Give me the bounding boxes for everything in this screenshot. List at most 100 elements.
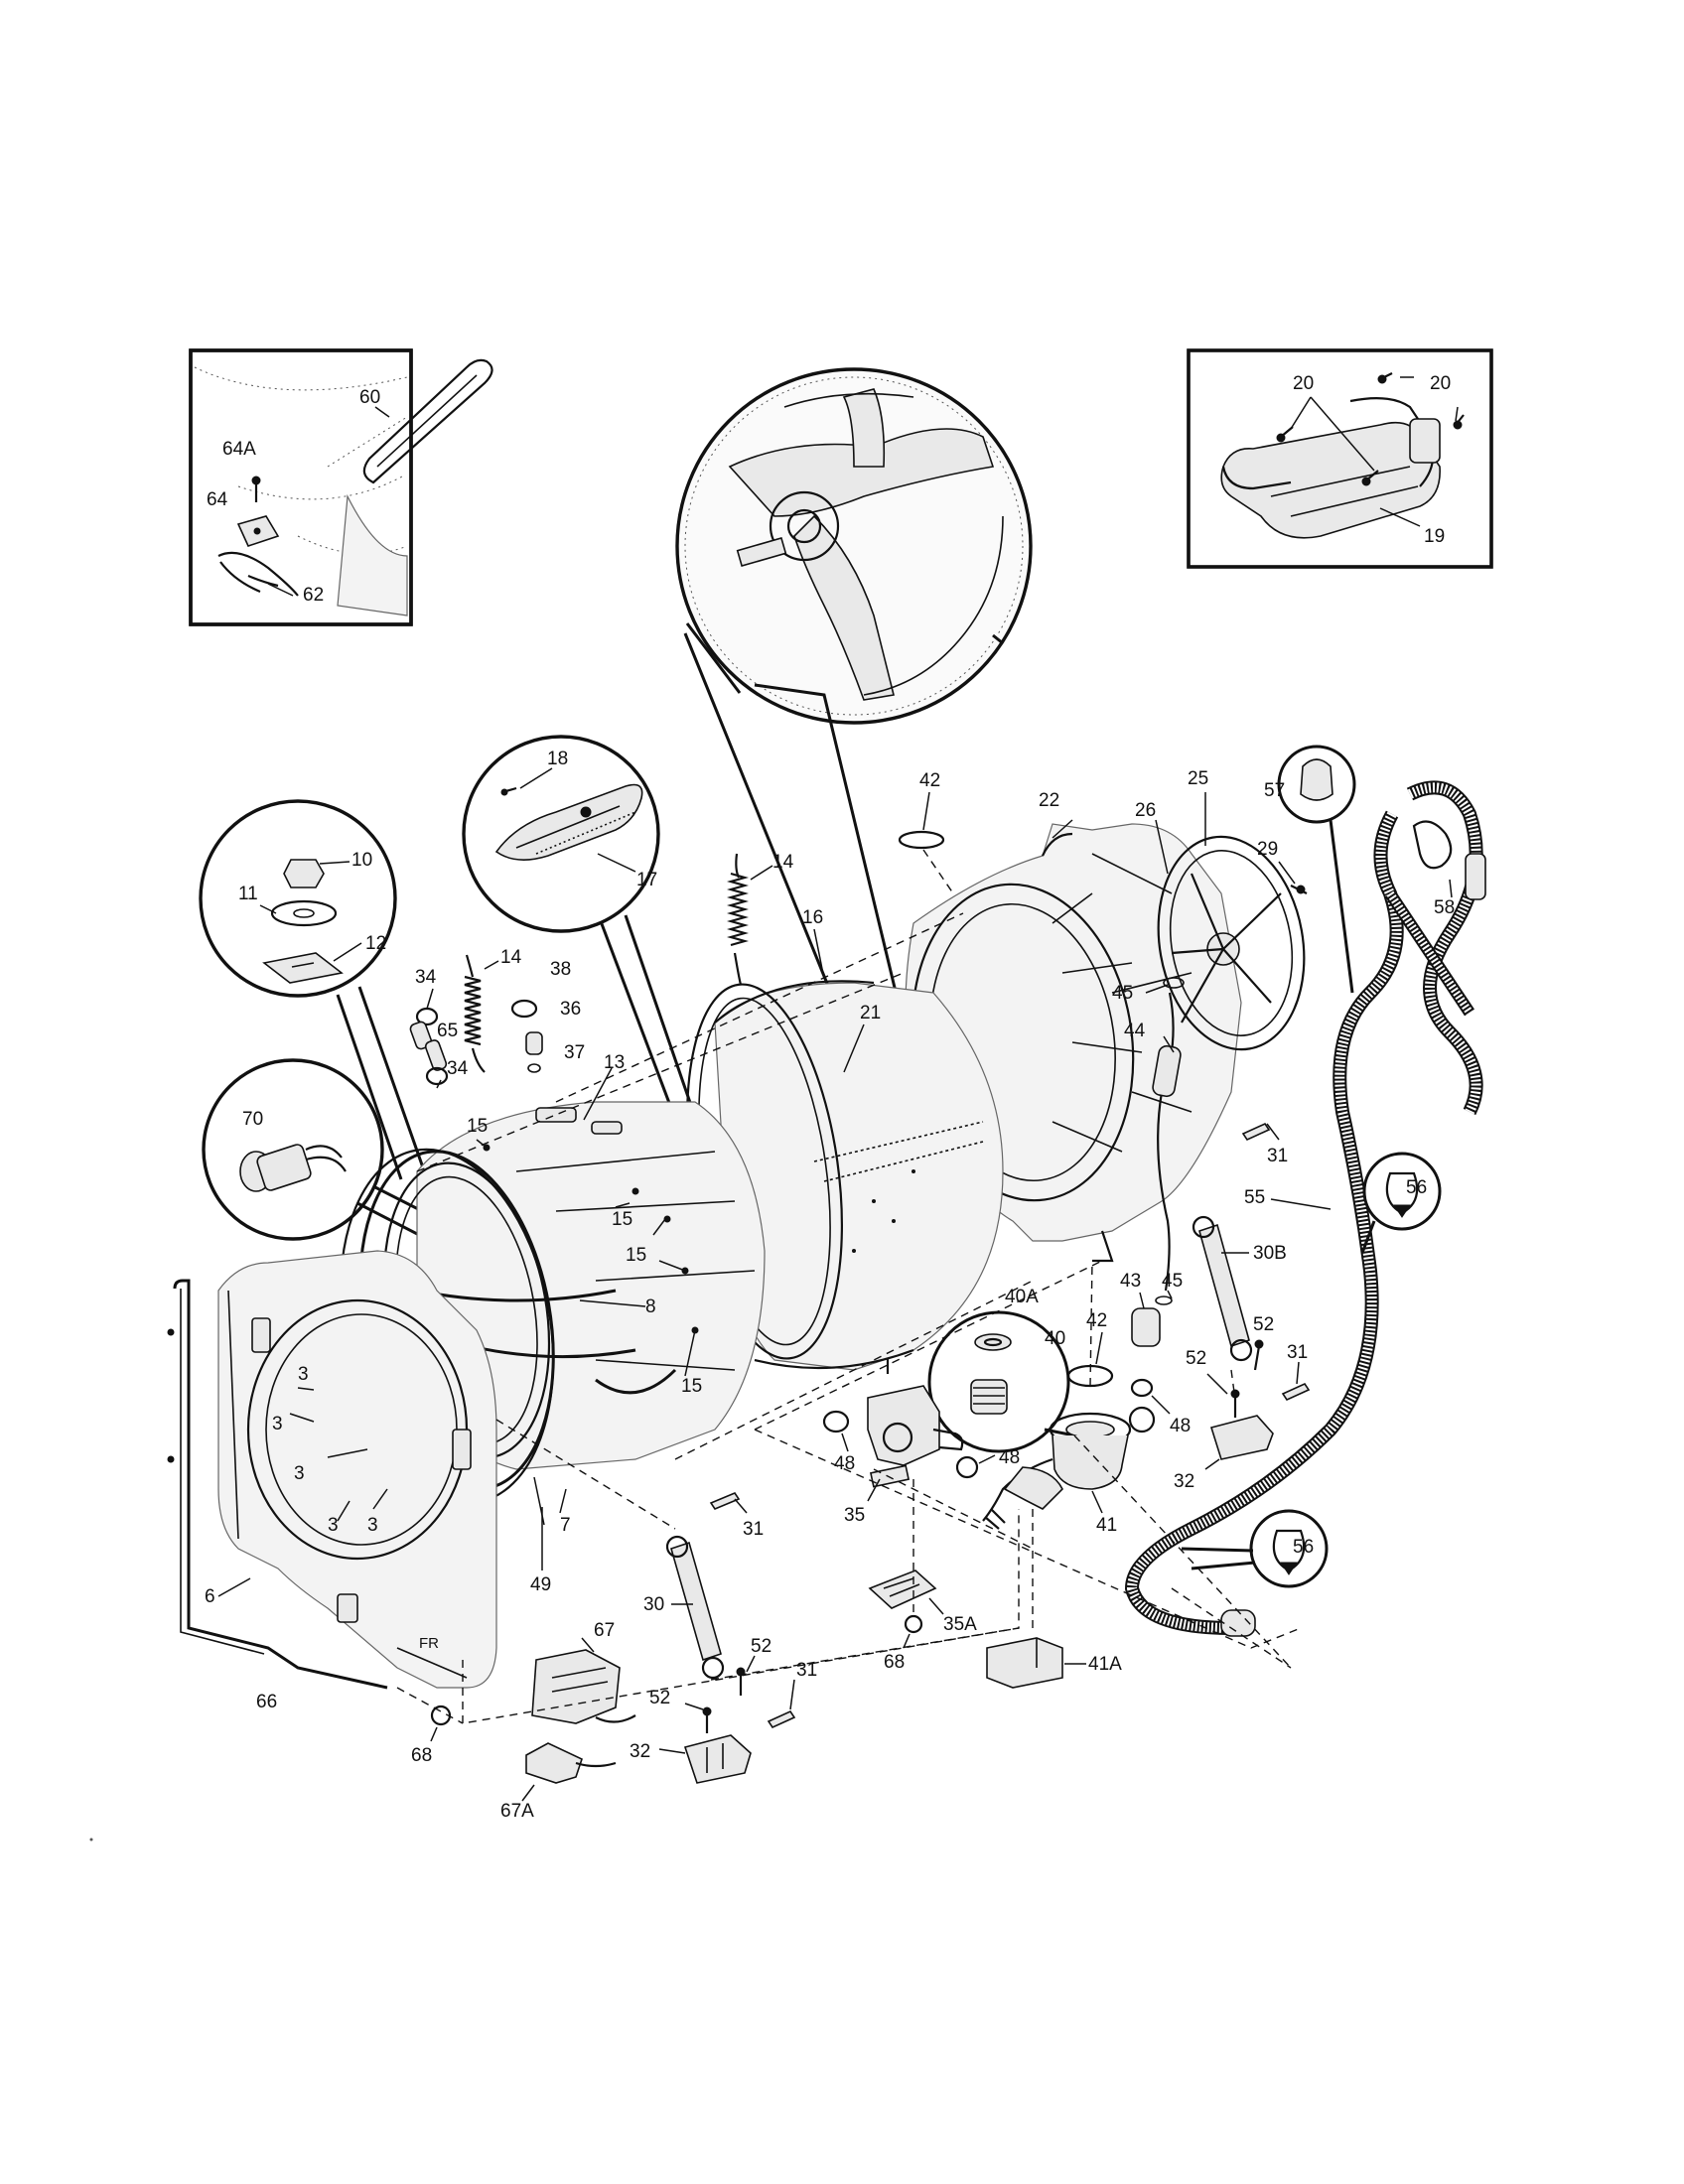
label-20-a: 20: [1293, 373, 1314, 394]
label-18: 18: [547, 749, 568, 769]
label-48-a: 48: [1170, 1416, 1191, 1436]
leader-55: [1270, 1198, 1332, 1210]
part-41-pump-housing: [982, 1406, 1156, 1530]
label-40a: 40A: [1005, 1287, 1039, 1307]
inset-box-right: [1187, 348, 1493, 569]
part-68-clamp-center: [903, 1614, 923, 1649]
label-14-left: 14: [500, 947, 522, 968]
label-29: 29: [1257, 839, 1278, 860]
leader-22: [1052, 819, 1073, 839]
label-3-c: 3: [294, 1463, 305, 1484]
label-42-top: 42: [919, 770, 940, 791]
part-3-clips: [289, 1387, 388, 1522]
part-60-handle: [362, 358, 493, 484]
label-66: 66: [256, 1692, 277, 1712]
label-44: 44: [1124, 1021, 1146, 1041]
part-31-bolt-center: [709, 1492, 748, 1514]
label-31-upper-right: 31: [1267, 1146, 1288, 1166]
part-67-motor-bracket: [531, 1637, 636, 1724]
part-31-bolt-upper-right: [1241, 1122, 1280, 1142]
label-42-lower: 42: [1086, 1310, 1107, 1331]
label-38: 38: [550, 959, 571, 980]
assembly-dashed-lines: [396, 849, 1302, 1724]
part-35a-bracket: [868, 1570, 944, 1615]
label-65: 65: [437, 1021, 458, 1041]
magnifier-56-lower: [1181, 1509, 1329, 1588]
label-41: 41: [1096, 1515, 1117, 1536]
fr-marking: FR: [419, 1635, 439, 1652]
label-15-a: 15: [467, 1116, 488, 1137]
label-43: 43: [1120, 1271, 1141, 1292]
label-3-b: 3: [272, 1414, 283, 1434]
part-20-screws: [1276, 372, 1465, 486]
label-67: 67: [594, 1620, 615, 1641]
label-13: 13: [604, 1052, 625, 1073]
magnifier-40: [927, 1310, 1075, 1453]
label-68-center: 68: [884, 1652, 905, 1673]
part-67a-wire-clip: [521, 1742, 617, 1802]
part-55-drain-hose: [1124, 780, 1483, 1637]
label-45-top: 45: [1112, 983, 1133, 1004]
label-3-d: 3: [328, 1515, 339, 1536]
magnifier-nut-washer: [199, 799, 427, 1180]
part-32-mount-lower: [658, 1734, 752, 1784]
label-10: 10: [351, 850, 372, 871]
label-16: 16: [802, 907, 823, 928]
label-19: 19: [1424, 526, 1445, 547]
label-52-c: 52: [751, 1636, 772, 1657]
label-30: 30: [643, 1594, 664, 1615]
stray-dot: [89, 1838, 93, 1842]
leader-8: [579, 1299, 646, 1307]
part-62-clip: [217, 551, 299, 597]
magnifier-lamp: [202, 1058, 505, 1273]
label-21: 21: [860, 1003, 881, 1024]
label-11: 11: [238, 884, 258, 904]
label-70: 70: [242, 1109, 263, 1130]
leader-6: [217, 1577, 251, 1597]
label-41a: 41A: [1088, 1654, 1122, 1675]
label-40: 40: [1045, 1328, 1065, 1349]
part-14-spring-left: [464, 954, 499, 1073]
part-6-front-panel: [217, 1250, 497, 1689]
part-48-clamp-mid: [955, 1454, 996, 1479]
magnifier-56-upper: [1360, 1152, 1442, 1254]
label-12: 12: [365, 933, 386, 954]
part-30-damper: [665, 1535, 725, 1680]
label-14-upper: 14: [772, 852, 794, 873]
part-66-tube: [167, 1279, 388, 1690]
part-52-screw-right-2: [1253, 1339, 1264, 1371]
leader-29: [1278, 861, 1296, 885]
leader-26: [1155, 819, 1169, 875]
label-52-d: 52: [649, 1688, 670, 1708]
label-48-b: 48: [834, 1453, 855, 1474]
part-31-bolt-right: [1281, 1361, 1311, 1402]
label-52-a: 52: [1253, 1314, 1274, 1335]
label-49: 49: [530, 1574, 551, 1595]
label-25: 25: [1188, 768, 1208, 789]
label-68-left: 68: [411, 1745, 432, 1766]
label-32-right: 32: [1174, 1471, 1194, 1492]
label-32-lower: 32: [630, 1741, 650, 1762]
part-35-pump: [867, 1385, 964, 1502]
label-26: 26: [1135, 800, 1156, 821]
label-8: 8: [645, 1297, 656, 1317]
part-52-screw-right: [1206, 1373, 1240, 1418]
label-57: 57: [1264, 780, 1285, 801]
part-48-clamp-right: [1130, 1378, 1171, 1415]
part-31-bolt-lower: [767, 1679, 796, 1729]
part-30b-damper: [1192, 1215, 1253, 1362]
leader-16: [813, 928, 825, 980]
part-58-hook: [1412, 820, 1486, 900]
label-15-c: 15: [626, 1245, 646, 1266]
part-52-screw-lower: [684, 1655, 756, 1733]
magnifier-57: [1277, 745, 1356, 994]
part-68-clamp-left: [430, 1705, 452, 1742]
label-36: 36: [560, 999, 581, 1020]
part-43-sensor: [1131, 1292, 1161, 1347]
label-15-b: 15: [612, 1209, 632, 1230]
part-34-38-65-fittings: [409, 988, 543, 1089]
label-45-lower: 45: [1162, 1271, 1183, 1292]
magnifier-drum-spider: [675, 367, 1033, 725]
label-31-center: 31: [743, 1519, 764, 1540]
label-7: 7: [560, 1515, 571, 1536]
